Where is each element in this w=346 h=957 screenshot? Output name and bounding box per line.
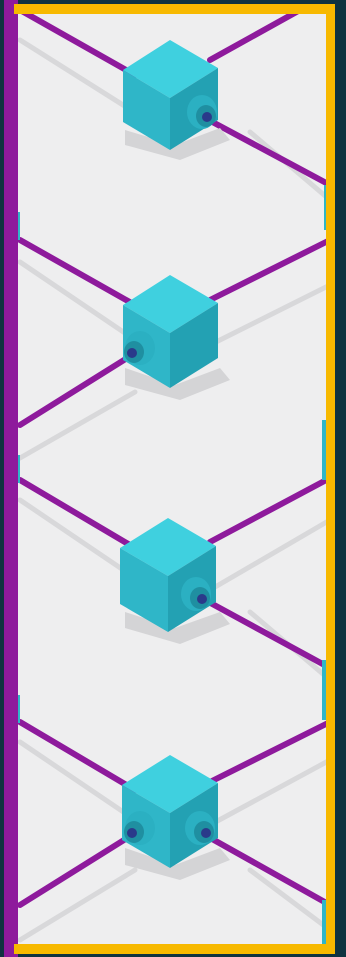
cube-node-icon: [123, 40, 218, 98]
wire[interactable]: [202, 597, 333, 671]
wire[interactable]: [17, 352, 135, 428]
wire[interactable]: [17, 237, 138, 308]
wire[interactable]: [202, 115, 333, 188]
wire[interactable]: [17, 477, 138, 551]
cube-node-icon: [122, 755, 218, 813]
port-socket-icon: [124, 811, 155, 845]
wire[interactable]: [17, 719, 138, 793]
wire[interactable]: [17, 7, 138, 78]
node-2[interactable]: [123, 275, 218, 388]
node-3[interactable]: [120, 518, 216, 632]
top-frame-border: [14, 4, 335, 14]
port-socket-icon: [124, 331, 155, 365]
port-socket-icon: [181, 577, 211, 611]
port-socket-icon: [185, 811, 215, 845]
wire[interactable]: [17, 832, 135, 908]
bottom-frame-border: [14, 944, 335, 954]
node-shadows: [125, 128, 230, 880]
node-1[interactable]: [123, 40, 218, 150]
wire[interactable]: [207, 475, 333, 545]
wire[interactable]: [207, 7, 303, 63]
cube-node-icon: [123, 275, 218, 333]
wire[interactable]: [207, 719, 333, 785]
wires: [17, 7, 333, 908]
port-socket-icon: [187, 95, 217, 129]
left-frame-border: [4, 0, 18, 957]
node-4[interactable]: [122, 755, 218, 868]
wire[interactable]: [207, 237, 333, 303]
cube-node-icon: [120, 518, 216, 576]
wire[interactable]: [202, 832, 333, 908]
right-frame-border: [326, 4, 335, 954]
